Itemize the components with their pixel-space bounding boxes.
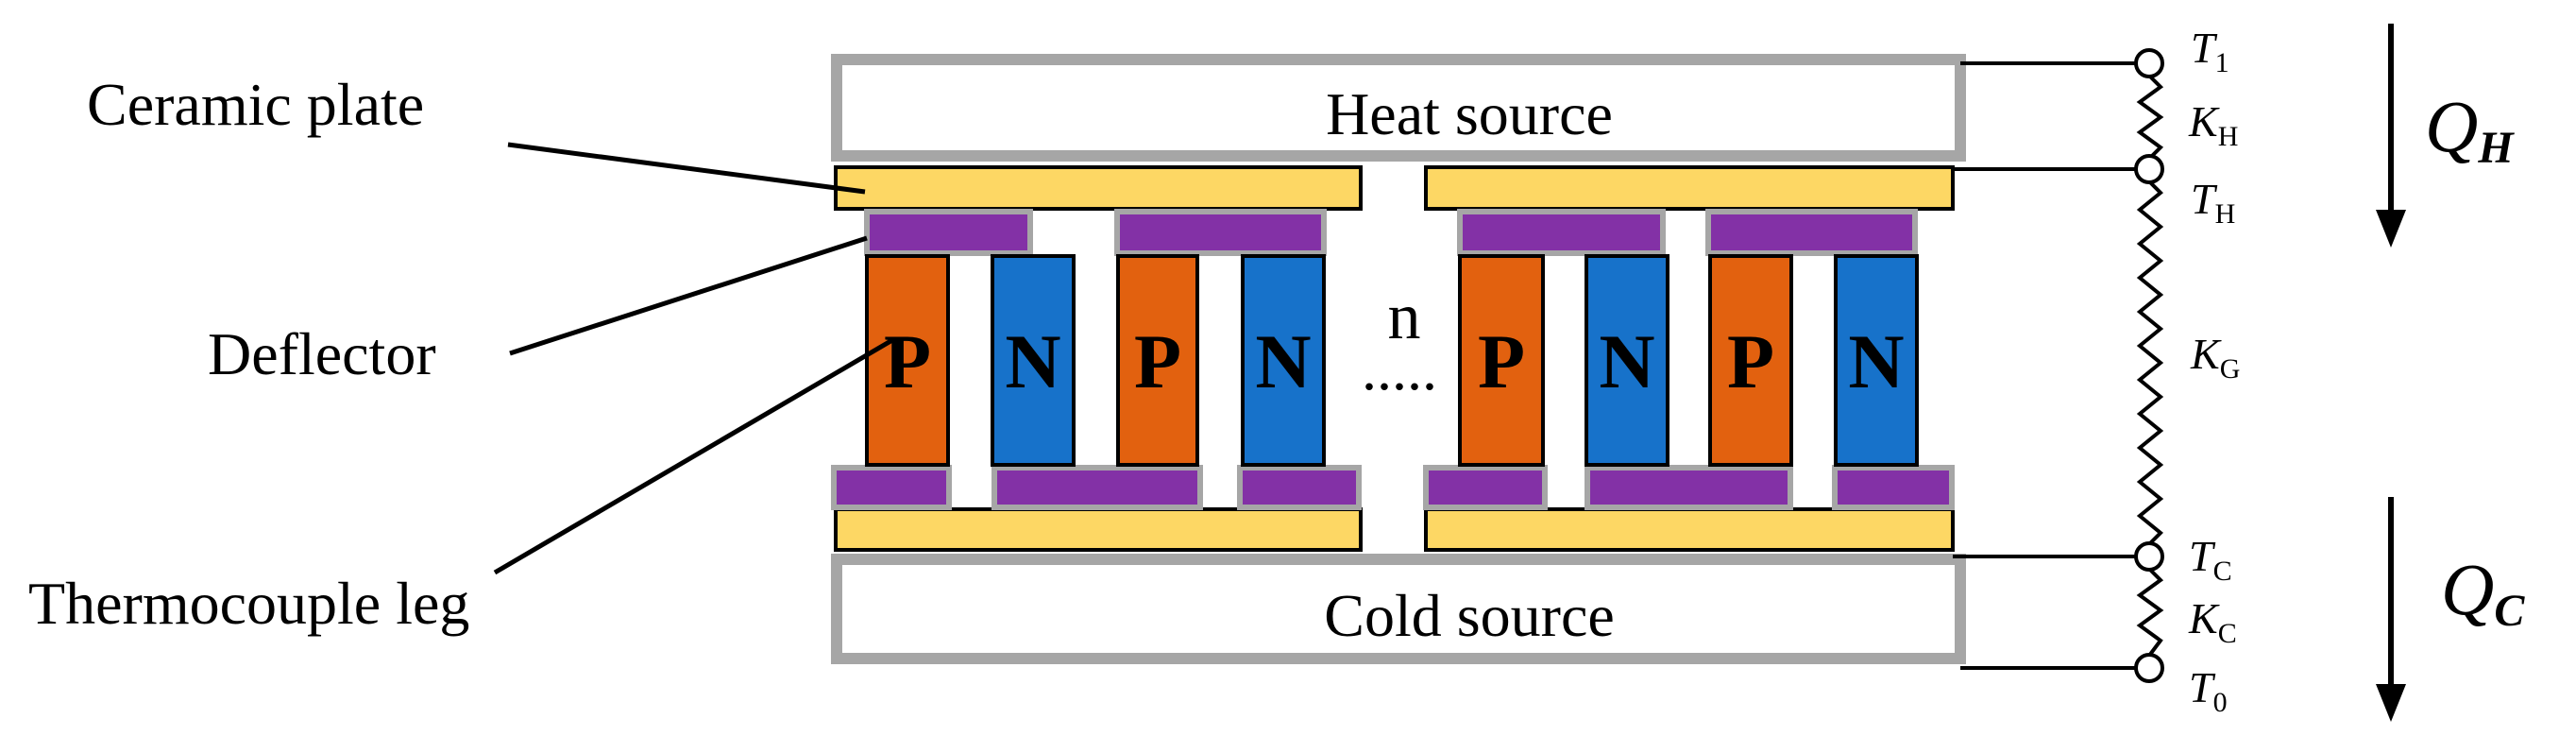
deflector-top-3	[1457, 209, 1666, 256]
deflector-bottom-2	[991, 465, 1203, 510]
leg-4: N	[1241, 254, 1326, 467]
leg-6-body	[1585, 254, 1669, 467]
qc-label: QC	[2441, 548, 2525, 636]
thermocouple-leg-leader	[493, 337, 894, 575]
deflector-top-2	[1114, 209, 1327, 256]
leg-5-label: P	[1478, 318, 1525, 404]
leg-3-label: P	[1134, 318, 1181, 404]
deflector-label: Deflector	[208, 320, 436, 387]
ceramic-plate-top-left	[834, 165, 1363, 211]
leg-1-body	[865, 254, 950, 467]
leg-8-label: N	[1848, 318, 1904, 404]
n-count-label: n	[1388, 281, 1421, 353]
cold-source-box	[831, 554, 1966, 664]
heat-source-label: Heat source	[1326, 80, 1613, 147]
ceramic-plate-top-right	[1424, 165, 1955, 211]
leg-5-body	[1458, 254, 1545, 467]
leg-4-label: N	[1255, 318, 1311, 404]
leg-2-label: N	[1005, 318, 1060, 404]
leg-8: N	[1834, 254, 1919, 467]
ceramic-plate-leader	[507, 142, 866, 195]
kh-label: KH	[2188, 97, 2238, 152]
leg-2-body	[991, 254, 1076, 467]
node-t0	[2134, 653, 2164, 683]
leg-6: N	[1585, 254, 1669, 467]
ceramic-plate-label: Ceramic plate	[87, 71, 424, 138]
t1-label: T1	[2191, 24, 2229, 78]
resistor-kc	[2136, 567, 2164, 658]
leg-7-body	[1708, 254, 1793, 467]
leg-8-body	[1834, 254, 1919, 467]
leg-7: P	[1708, 254, 1793, 467]
ceramic-plate-bottom-right	[1424, 507, 1955, 552]
leg-1-label: P	[884, 318, 931, 404]
leg-3: P	[1116, 254, 1199, 467]
deflector-top-1	[864, 209, 1033, 256]
ceramic-plate-bottom-left	[834, 507, 1363, 552]
th-label: TH	[2191, 175, 2235, 230]
deflector-bottom-5	[1585, 465, 1793, 510]
node-th	[2134, 154, 2164, 184]
deflector-bottom-6	[1832, 465, 1955, 510]
node-t1	[2134, 48, 2164, 78]
leg-5: P	[1458, 254, 1545, 467]
resistor-kh	[2136, 74, 2164, 161]
qc-arrow-head	[2376, 684, 2406, 722]
leg-7-label: P	[1727, 318, 1774, 404]
deflector-bottom-1	[831, 465, 952, 510]
thermocouple-leg-label: Thermocouple leg	[28, 570, 469, 637]
leg-2: N	[991, 254, 1076, 467]
tc-label: TC	[2189, 532, 2232, 587]
deflector-top-4	[1705, 209, 1918, 256]
kc-label: KC	[2188, 594, 2237, 649]
leg-1: P	[865, 254, 950, 467]
kg-label: KG	[2190, 330, 2240, 385]
t0-label: T0	[2189, 663, 2228, 718]
leg-6-label: N	[1599, 318, 1654, 404]
ellipsis-label: .....	[1362, 335, 1437, 402]
deflector-leader	[509, 235, 868, 356]
node-tc	[2134, 541, 2164, 572]
heat-source-box	[831, 54, 1966, 162]
cold-source-label: Cold source	[1324, 582, 1615, 649]
deflector-bottom-4	[1423, 465, 1548, 510]
leg-3-body	[1116, 254, 1199, 467]
qh-label: QH	[2425, 85, 2515, 173]
resistor-kg	[2136, 180, 2164, 546]
qh-arrow-head	[2376, 210, 2406, 248]
deflector-bottom-3	[1237, 465, 1362, 510]
leg-4-body	[1241, 254, 1326, 467]
